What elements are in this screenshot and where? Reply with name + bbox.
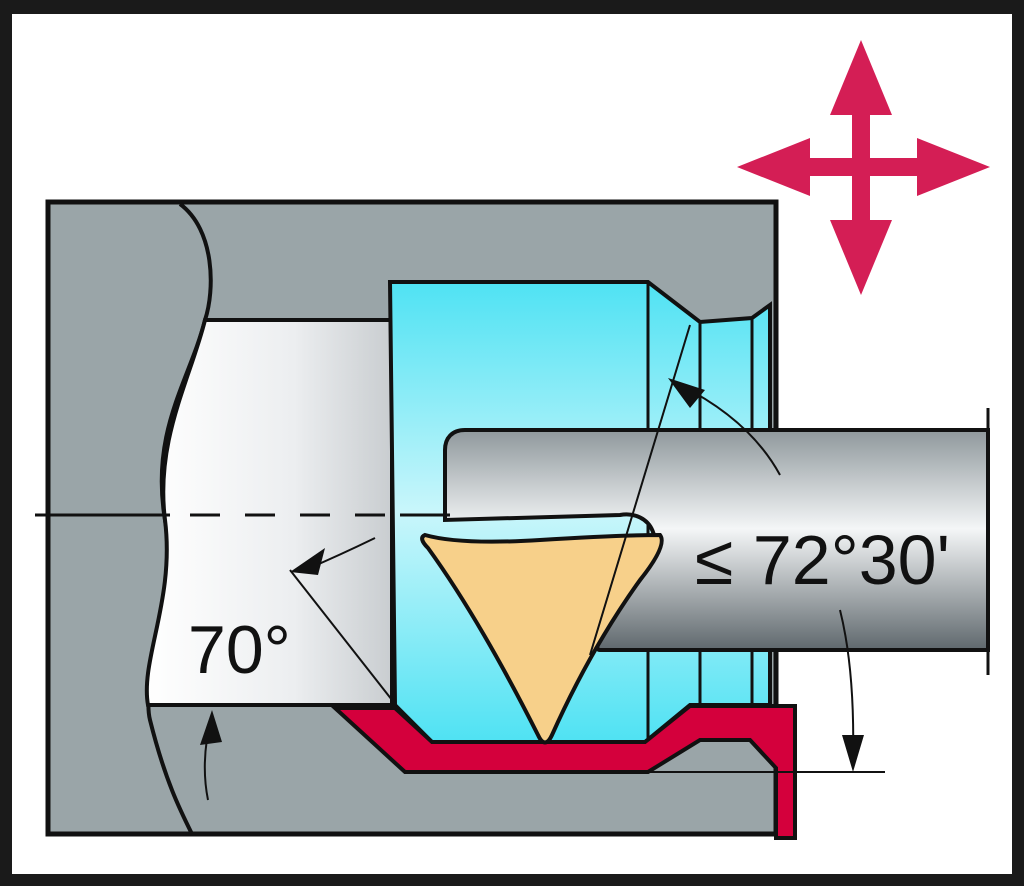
four-way-arrow-icon <box>737 40 990 295</box>
cutting-insert <box>420 532 664 745</box>
bore-area <box>144 318 394 707</box>
angle-label-72-30: ≤ 72°30' <box>695 521 950 599</box>
shim <box>329 704 797 840</box>
angle-label-70: 70° <box>188 612 291 688</box>
dimension-arrowheads <box>200 378 864 772</box>
